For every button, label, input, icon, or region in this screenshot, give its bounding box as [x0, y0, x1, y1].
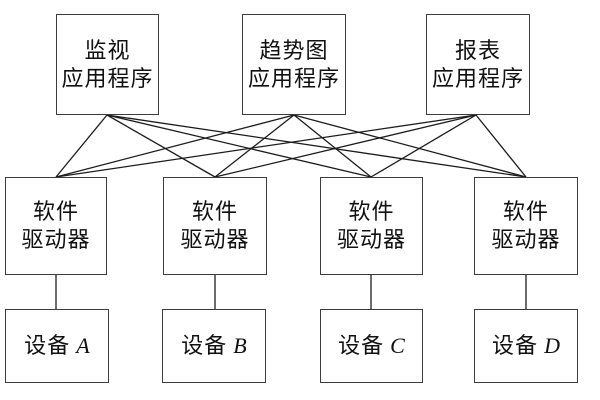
node-label-line: 软件: [348, 199, 395, 224]
node-trend-chart-application: 趋势图 应用程序: [242, 14, 346, 115]
edge-app1-driver2: [106, 114, 216, 178]
node-software-driver-2: 软件 驱动器: [163, 177, 267, 275]
device-letter: B: [233, 333, 247, 358]
node-label-line: 报表: [454, 37, 501, 63]
node-label-line: 应用程序: [247, 65, 340, 91]
device-name: 设备: [338, 333, 385, 358]
edge-app3-driver2: [214, 114, 477, 178]
node-monitor-application: 监视 应用程序: [56, 14, 159, 115]
edge-app1-driver4: [106, 114, 527, 178]
edge-app3-driver4: [475, 114, 527, 178]
edge-app3-driver1: [55, 114, 477, 178]
device-name: 设备: [492, 333, 539, 358]
node-label-line: 应用程序: [61, 65, 154, 91]
edge-app2-driver4: [293, 114, 527, 178]
node-label-line: 软件: [32, 199, 79, 224]
node-label-line: 软件: [191, 199, 238, 224]
node-label-line: 软件: [502, 199, 549, 224]
node-label-line: 趋势图: [259, 37, 329, 63]
node-label-line: 应用程序: [431, 65, 524, 91]
node-software-driver-4: 软件 驱动器: [474, 177, 578, 275]
node-label-line: 驱动器: [491, 227, 561, 252]
device-name: 设备: [24, 333, 71, 358]
node-software-driver-1: 软件 驱动器: [5, 177, 107, 275]
device-letter: C: [390, 333, 405, 358]
node-label-line: 驱动器: [180, 227, 250, 252]
node-report-application: 报表 应用程序: [426, 14, 530, 115]
device-name: 设备: [181, 333, 228, 358]
edge-app2-driver1: [55, 114, 295, 178]
device-letter: A: [76, 333, 90, 358]
edge-app2-driver3: [293, 114, 372, 178]
node-label-line: 驱动器: [336, 227, 406, 252]
edge-app2-driver2: [214, 114, 295, 178]
edge-app3-driver3: [370, 114, 477, 178]
node-label-line: 驱动器: [21, 227, 91, 252]
node-software-driver-3: 软件 驱动器: [320, 177, 423, 275]
device-letter: D: [544, 333, 560, 358]
edge-app1-driver3: [106, 114, 372, 178]
edge-app1-driver1: [55, 114, 108, 178]
node-label-line: 监视: [84, 37, 131, 63]
